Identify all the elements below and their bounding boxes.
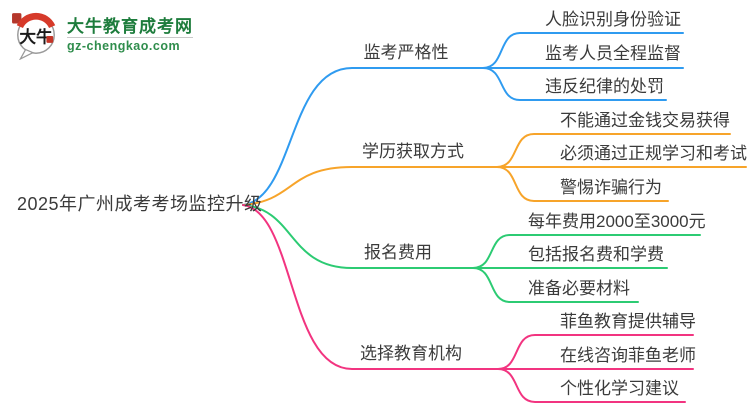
- branch-4-label: 选择教育机构: [360, 344, 462, 363]
- logo-red-arc: [16, 12, 56, 29]
- leaf-node: 必须通过正规学习和考试: [560, 144, 747, 163]
- branch-1-lines: [242, 32, 684, 206]
- branch-3-lines: [242, 204, 701, 303]
- logo-title: 大牛教育成考网: [67, 17, 193, 36]
- leaf-node: 在线咨询菲鱼老师: [560, 346, 696, 365]
- leaf-node: 违反纪律的处罚: [545, 77, 664, 96]
- leaf-node: 准备必要材料: [528, 279, 630, 298]
- branch-1-label: 监考严格性: [363, 43, 449, 62]
- branch-2-label: 学历获取方式: [362, 142, 464, 161]
- root-node: 2025年广州成考考场监控升级: [17, 194, 263, 214]
- bubble-tail: [19, 48, 35, 60]
- branch-3-label: 报名费用: [364, 243, 432, 262]
- logo-domain: gz-chengkao.com: [67, 37, 193, 54]
- logo-bubble-icon: 大牛: [12, 12, 56, 60]
- site-logo: 大牛 大牛教育成考网 gz-chengkao.com: [12, 10, 193, 60]
- leaf-node: 每年费用2000至3000元: [528, 212, 706, 231]
- leaf-node: 不能通过金钱交易获得: [560, 111, 730, 130]
- leaf-node: 监考人员全程监督: [545, 44, 681, 63]
- leaf-node: 人脸识别身份验证: [545, 10, 681, 29]
- leaf-node: 包括报名费和学费: [528, 245, 664, 264]
- logo-mini-seal: [12, 13, 22, 24]
- leaf-node: 警惕诈骗行为: [560, 178, 662, 197]
- branch-2-lines: [242, 133, 747, 206]
- logo-icon-text: 大牛: [19, 26, 53, 46]
- logo-inner-seal: [46, 36, 54, 43]
- branch-4-lines: [242, 204, 694, 403]
- leaf-node: 菲鱼教育提供辅导: [560, 312, 696, 331]
- leaf-node: 个性化学习建议: [560, 379, 679, 398]
